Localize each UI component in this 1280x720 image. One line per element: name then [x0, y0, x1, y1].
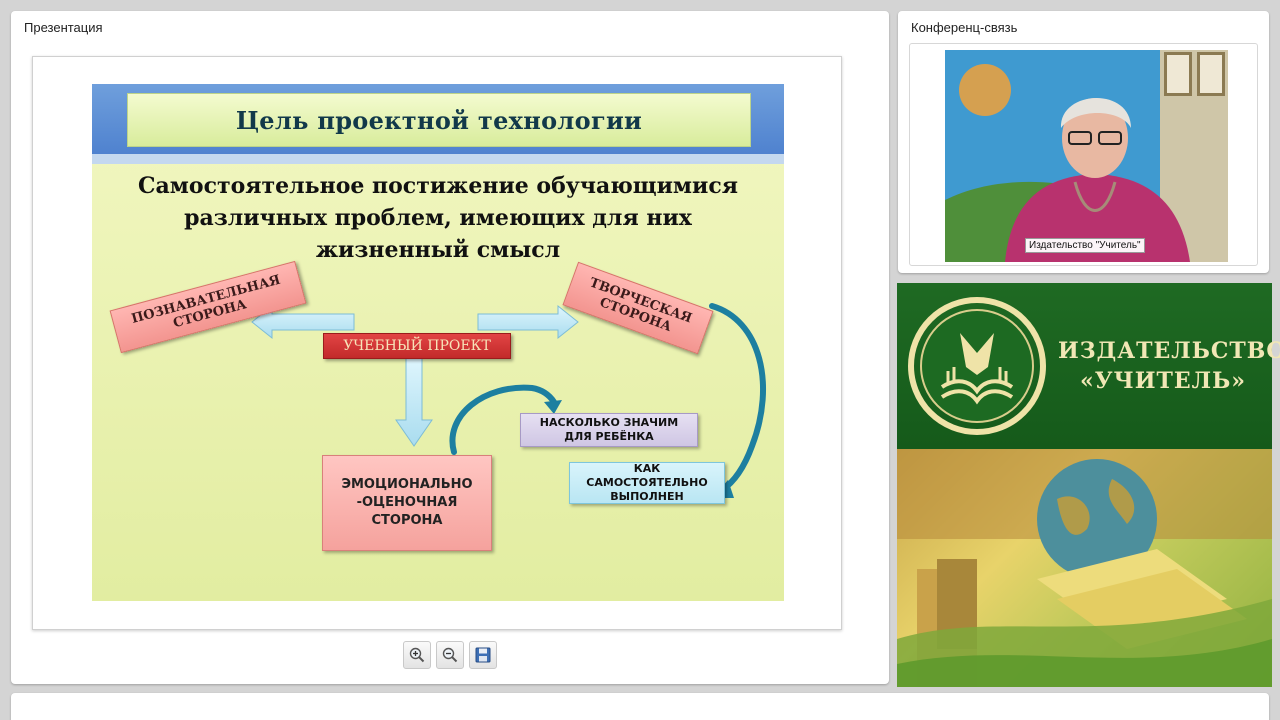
video-caption: Издательство "Учитель" [1025, 238, 1145, 253]
arrow-right [477, 304, 579, 340]
independence-line-3: ВЫПОЛНЕН [610, 490, 684, 503]
slide-title-box: Цель проектной технологии [127, 93, 751, 147]
video-frame: Издательство "Учитель" [909, 43, 1258, 266]
save-button[interactable] [469, 641, 497, 669]
bottom-panel [11, 693, 1269, 720]
arrow-left [251, 304, 355, 340]
educational-project-label: УЧЕБНЫЙ ПРОЕКТ [343, 338, 491, 354]
webcam-scene [945, 50, 1228, 262]
emotional-side-box: ЭМОЦИОНАЛЬНО -ОЦЕНОЧНАЯ СТОРОНА [322, 455, 492, 551]
arrow-down [395, 357, 433, 447]
emotional-side-line-1: ЭМОЦИОНАЛЬНО [341, 477, 473, 492]
significance-line-1: НАСКОЛЬКО ЗНАЧИМ [539, 416, 679, 429]
emotional-side-line-2: -ОЦЕНОЧНАЯ [356, 495, 458, 510]
presentation-panel: Презентация Цель проектной технологии Са… [11, 11, 889, 684]
publisher-banner: ИЗДАТЕЛЬСТВО «УЧИТЕЛЬ» [897, 283, 1280, 449]
books-scene [897, 449, 1272, 687]
slide: Цель проектной технологии Самостоятельно… [92, 84, 784, 601]
slide-title: Цель проектной технологии [235, 105, 643, 135]
significance-line-2: ДЛЯ РЕБЁНКА [564, 430, 654, 443]
conference-panel-title: Конференц-связь [911, 20, 1018, 35]
educational-project-box: УЧЕБНЫЙ ПРОЕКТ [323, 333, 511, 359]
publisher-name-line-1: ИЗДАТЕЛЬСТВО [1058, 338, 1280, 364]
independence-line-2: САМОСТОЯТЕЛЬНО [586, 476, 708, 489]
zoom-out-button[interactable] [436, 641, 464, 669]
publisher-name-line-2: «УЧИТЕЛЬ» [1080, 368, 1246, 394]
significance-box: НАСКОЛЬКО ЗНАЧИМ ДЛЯ РЕБЁНКА [520, 413, 698, 447]
emotional-side-line-3: СТОРОНА [371, 513, 443, 528]
independence-box: КАК САМОСТОЯТЕЛЬНО ВЫПОЛНЕН [569, 462, 725, 504]
goal-line-2: различных проблем, имеющих для них [184, 205, 692, 231]
publisher-logo-icon [908, 297, 1046, 435]
curved-arrow-significance [449, 384, 557, 455]
save-icon [475, 647, 491, 663]
zoom-in-icon [409, 647, 425, 663]
goal-line-3: жизненный смысл [315, 237, 561, 263]
diagram-connectors [251, 303, 766, 498]
independence-line-1: КАК [633, 462, 661, 475]
zoom-out-icon [442, 647, 458, 663]
webcam-video[interactable]: Издательство "Учитель" [945, 50, 1228, 262]
presentation-panel-title: Презентация [24, 20, 103, 35]
zoom-in-button[interactable] [403, 641, 431, 669]
conference-panel: Конференц-связь Издательство "Учитель" [898, 11, 1269, 273]
curved-arrow-significance-head [544, 400, 562, 414]
slide-header-divider [92, 154, 784, 164]
goal-line-1: Самостоятельное постижение обучающимися [138, 173, 738, 199]
books-globe-image [897, 449, 1272, 687]
slide-frame: Цель проектной технологии Самостоятельно… [32, 56, 842, 630]
curved-arrow-independence [709, 303, 766, 493]
